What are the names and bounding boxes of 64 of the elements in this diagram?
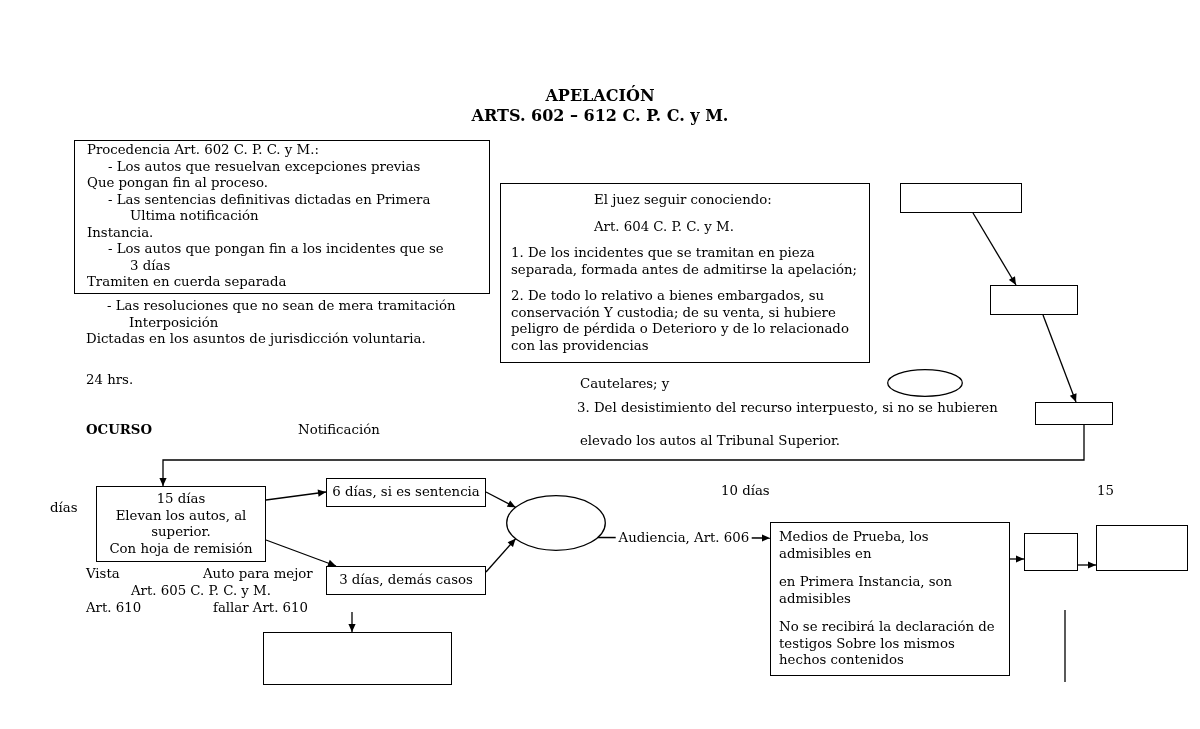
text-frame xyxy=(74,140,490,294)
node-text: - Los autos que pongan fin a los incidentes que se xyxy=(108,241,444,258)
node-text: - Las sentencias definitivas dictadas en Primera xyxy=(108,191,431,208)
node-text: Ultima notificación xyxy=(130,208,259,225)
empty-rectangle xyxy=(1024,533,1078,571)
node-text: 6 días, si es sentencia xyxy=(332,484,480,501)
node-text: Que pongan fin al proceso. xyxy=(87,175,268,192)
node-text: 2. De todo lo relativo a bienes embargados, su conservación Y custodia; de su venta, si hubiere peligro de pérdida o Deterioro y de lo relacionado con las providencias xyxy=(511,288,850,354)
text-frame xyxy=(770,522,1010,676)
node-text: - Los autos que resuelvan excepciones previas xyxy=(108,158,421,175)
node-text: 1. De los incidentes que se tramitan en pieza separada, formada antes de admitirse la apelación; xyxy=(511,245,858,278)
note-text: 10 días xyxy=(721,483,770,500)
note-text: Dictadas en los asuntos de jurisdicción voluntaria. xyxy=(86,331,426,348)
note-text: días xyxy=(50,500,78,517)
arrow xyxy=(348,611,356,633)
arrow xyxy=(972,212,1017,286)
note-text: 24 hrs. xyxy=(86,372,134,389)
arrow xyxy=(485,491,517,508)
arrow xyxy=(265,539,337,567)
note-text: Notificación xyxy=(298,422,380,439)
note-text: Art. 610 xyxy=(86,600,142,617)
node-text: Con hoja de remisión xyxy=(109,540,253,557)
node-text: No se recibirá la declaración de testigos Sobre los mismos hechos contenidos xyxy=(779,619,996,669)
note-text: Interposición xyxy=(129,314,219,331)
arrow xyxy=(265,489,327,501)
text-frame xyxy=(326,478,486,507)
note-text: 3. Del desistimiento del recurso interpuesto, si no se hubieren xyxy=(577,400,998,417)
arrow xyxy=(485,538,517,573)
note-text: 15 xyxy=(1097,483,1114,500)
arrow xyxy=(159,424,1085,487)
node-text: Instancia. xyxy=(87,224,154,241)
node-text: Medios de Prueba, los admisibles en xyxy=(779,529,930,562)
node-text: Procedencia Art. 602 C. P. C. y M.: xyxy=(87,142,319,159)
node-text: en Primera Instancia, son admisibles xyxy=(779,574,954,607)
arrow xyxy=(1042,314,1077,403)
edge-label: Audiencia, Art. 606 xyxy=(615,529,753,546)
note-text: Vista xyxy=(86,566,120,583)
empty-rectangle xyxy=(263,632,452,685)
node-text: Elevan los autos, al superior. xyxy=(114,507,248,541)
node-text: 3 días, demás casos xyxy=(339,572,473,589)
arrow xyxy=(1009,555,1025,563)
arrow xyxy=(1077,561,1097,569)
text-frame xyxy=(326,566,486,595)
node-text: Tramiten en cuerda separada xyxy=(87,274,287,291)
subtitle: ARTS. 602 – 612 C. P. C. y M. xyxy=(471,106,729,126)
empty-ellipse xyxy=(887,369,963,397)
node-text: El juez seguir conociendo: xyxy=(594,192,772,209)
note-text: elevado los autos al Tribunal Superior. xyxy=(580,433,841,450)
note-text: OCURSO xyxy=(86,422,152,439)
node-text: 3 días xyxy=(130,257,171,274)
empty-rectangle xyxy=(1096,525,1188,571)
node-text: 15 días xyxy=(156,491,206,508)
note-text: Auto para mejor xyxy=(203,566,313,583)
empty-ellipse xyxy=(506,495,606,551)
note-text: Art. 605 C. P. C. y M. xyxy=(131,583,271,600)
text-frame xyxy=(500,183,870,363)
empty-rectangle xyxy=(900,183,1022,213)
empty-rectangle xyxy=(1035,402,1113,425)
node-text: Art. 604 C. P. C. y M. xyxy=(594,218,734,235)
note-text: fallar Art. 610 xyxy=(213,600,308,617)
title: APELACIÓN xyxy=(545,86,655,106)
empty-rectangle xyxy=(990,285,1078,315)
note-text: Cautelares; y xyxy=(580,376,670,393)
text-frame xyxy=(96,486,266,562)
